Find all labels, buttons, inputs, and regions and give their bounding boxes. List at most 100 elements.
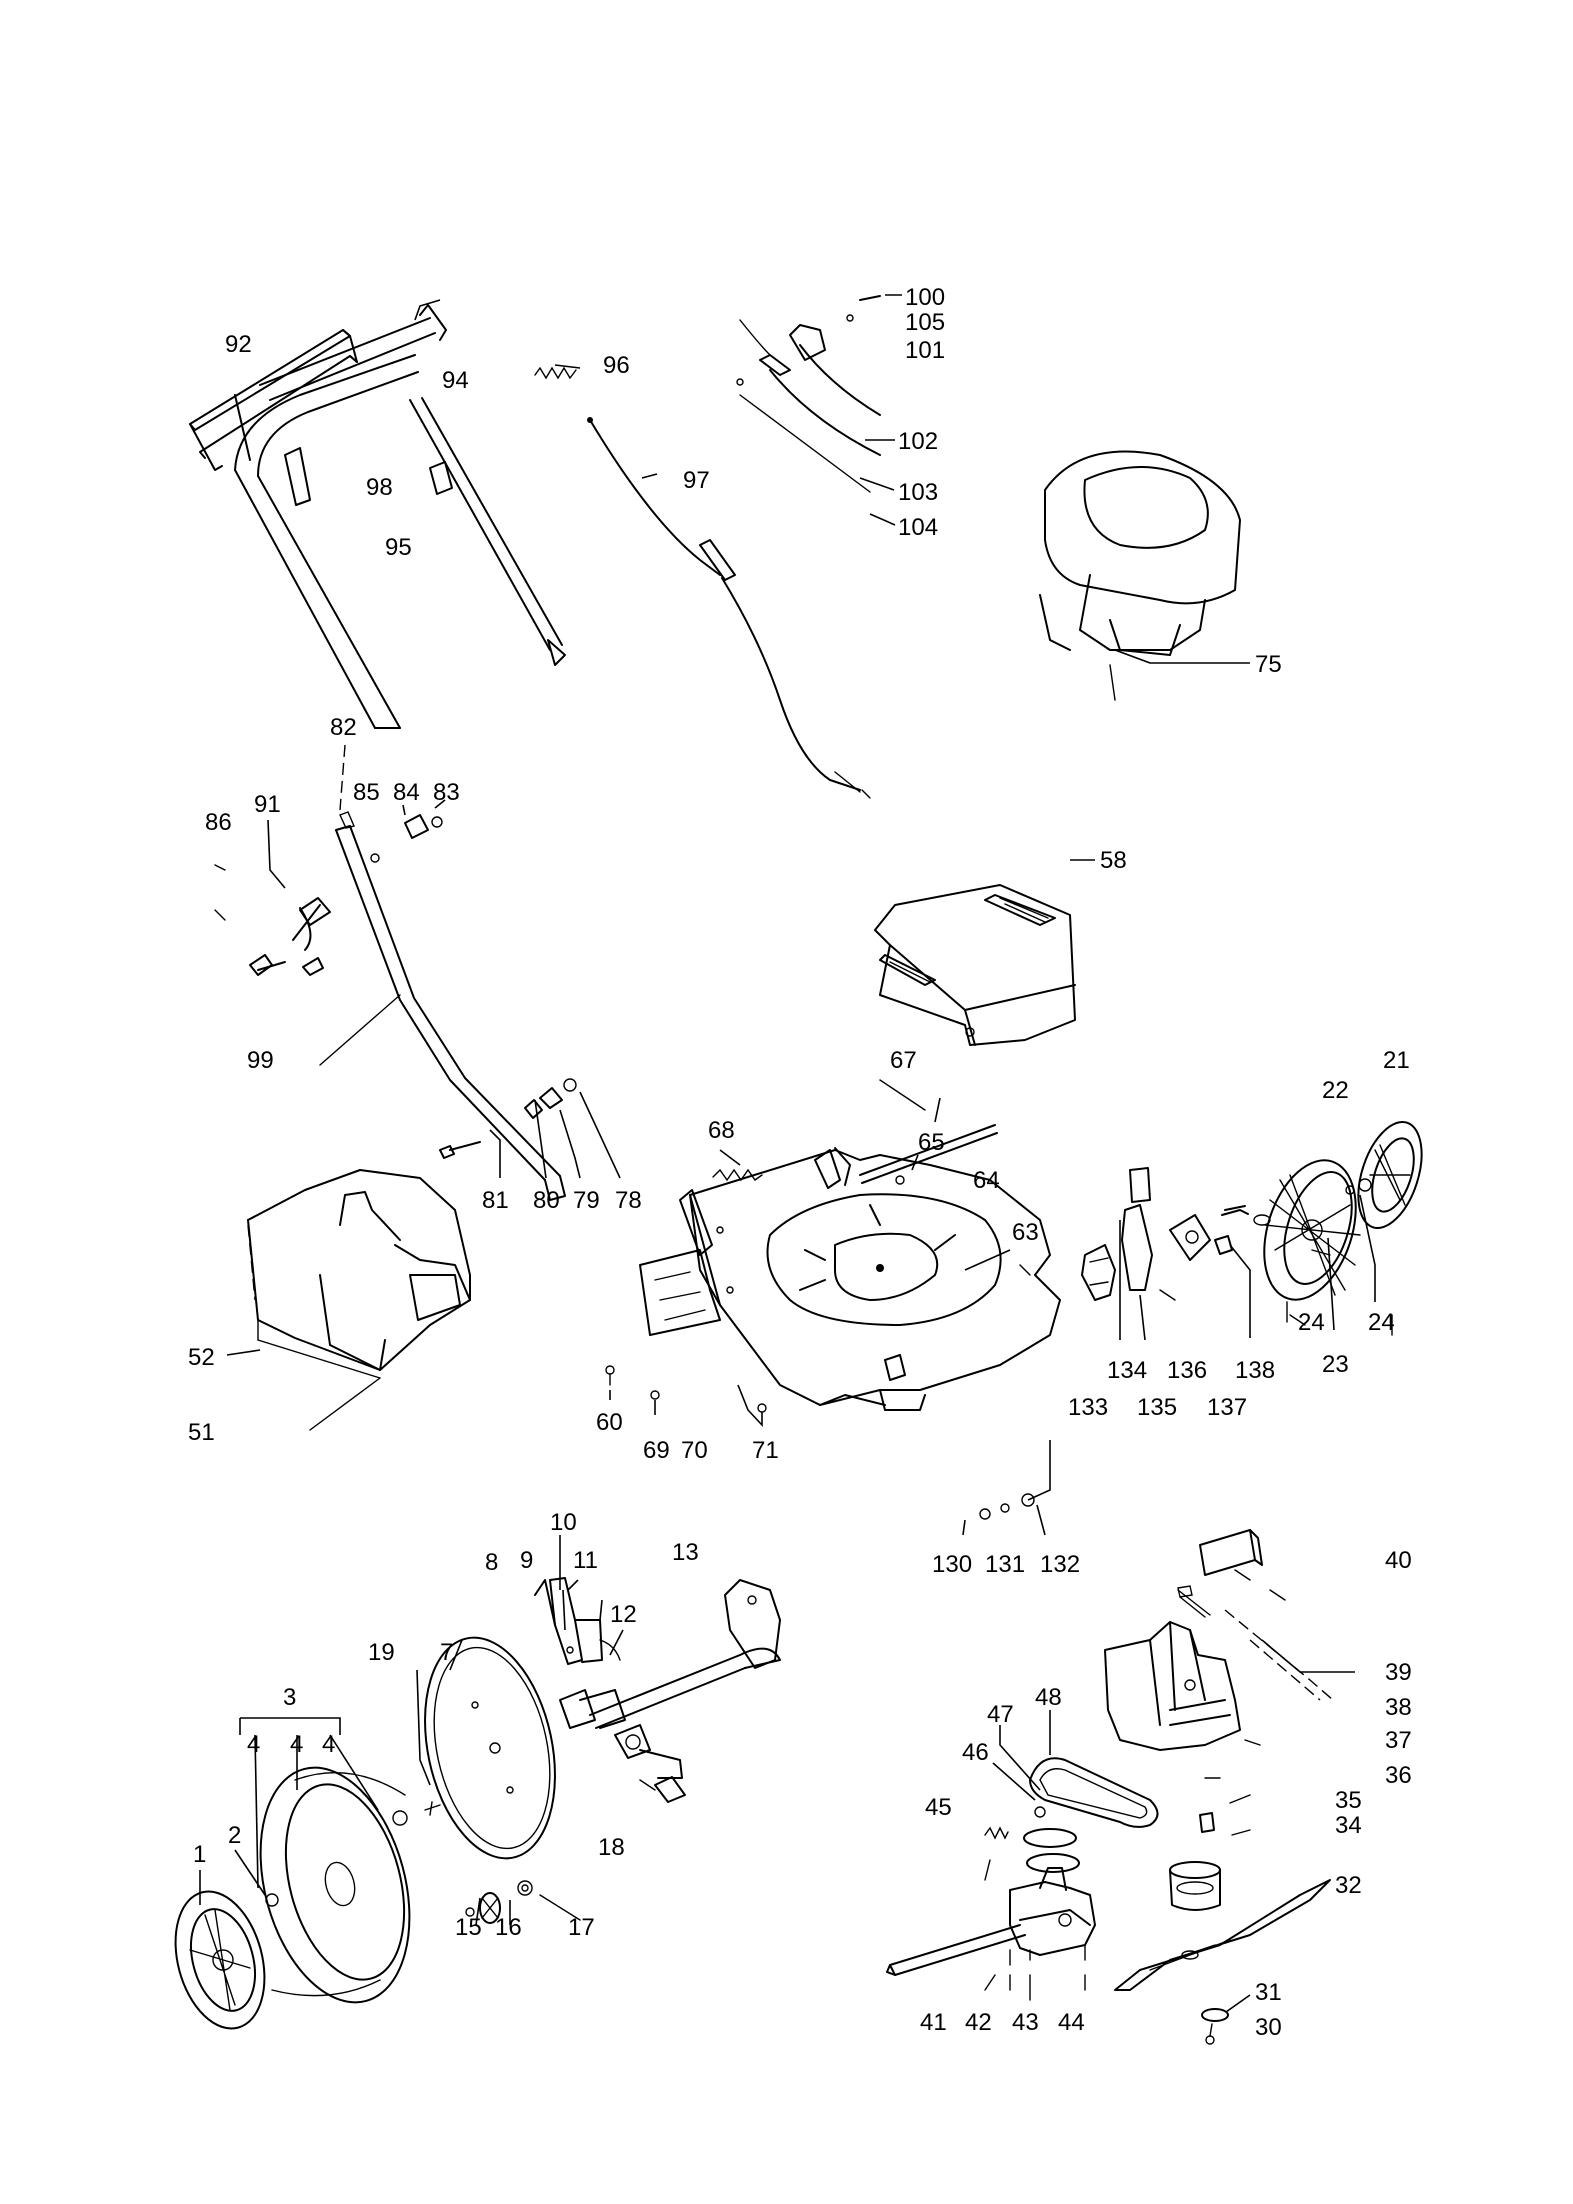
callout-64: 64: [973, 1167, 1000, 1194]
callout-75: 75: [1255, 651, 1282, 678]
cover-part: [874, 884, 1076, 1046]
callout-135: 135: [1137, 1394, 1177, 1421]
callout-16: 16: [495, 1914, 522, 1941]
callout-4b: 4: [290, 1731, 303, 1758]
callout-35: 35: [1335, 1787, 1362, 1814]
callout-81: 81: [482, 1187, 509, 1214]
callout-8: 8: [485, 1549, 498, 1576]
pulley-part: [1023, 1806, 1080, 1873]
callout-100: 100: [905, 284, 945, 311]
callout-71: 71: [752, 1437, 779, 1464]
gear-disc-part: [424, 1636, 556, 1860]
callout-31: 31: [1255, 1979, 1282, 2006]
callout-48: 48: [1035, 1684, 1062, 1711]
callout-133: 133: [1068, 1394, 1108, 1421]
leader-lines: [199, 294, 1393, 2013]
callout-1: 1: [193, 1841, 206, 1868]
callout-37: 37: [1385, 1727, 1412, 1754]
callout-40: 40: [1385, 1547, 1412, 1574]
callout-32: 32: [1335, 1872, 1362, 1899]
control-lever-part: [736, 295, 881, 493]
callout-80: 80: [533, 1187, 560, 1214]
callout-138: 138: [1235, 1357, 1275, 1384]
callout-24b: 24: [1368, 1309, 1395, 1336]
callout-101: 101: [905, 337, 945, 364]
callout-137: 137: [1207, 1394, 1247, 1421]
lever-assembly-part: [534, 1577, 621, 1665]
callout-58: 58: [1100, 847, 1127, 874]
callout-3: 3: [283, 1684, 296, 1711]
callout-4c: 4: [322, 1731, 335, 1758]
engine-part: [1039, 450, 1241, 701]
callout-12: 12: [610, 1601, 637, 1628]
callout-4a: 4: [247, 1731, 260, 1758]
callout-9: 9: [520, 1547, 533, 1574]
callout-94: 94: [442, 367, 469, 394]
callout-78: 78: [615, 1187, 642, 1214]
blade-adapter-part: [1169, 1812, 1221, 1911]
callout-83: 83: [433, 779, 460, 806]
callout-79: 79: [573, 1187, 600, 1214]
callout-17: 17: [568, 1914, 595, 1941]
handle-bar-part: [234, 354, 419, 729]
callout-38: 38: [1385, 1694, 1412, 1721]
hubcap-part: [1345, 1120, 1423, 1230]
part-labels: 92 94 98 95 96 97 100 105 101 102 103 10…: [188, 284, 1412, 2041]
callout-97: 97: [683, 467, 710, 494]
callout-23: 23: [1322, 1351, 1349, 1378]
callout-65: 65: [918, 1129, 945, 1156]
callout-18: 18: [598, 1834, 625, 1861]
small-hardware-parts: [249, 814, 577, 1159]
callout-45: 45: [925, 1794, 952, 1821]
lower-handle-part: [335, 811, 566, 1201]
upper-handle-part: [189, 304, 447, 471]
callout-30: 30: [1255, 2014, 1282, 2041]
blade-bolt-part: [1201, 2008, 1229, 2045]
callout-7: 7: [440, 1639, 453, 1666]
callout-86: 86: [205, 809, 232, 836]
gearbox-small-parts: [424, 1801, 533, 1924]
bracket-parts: [1081, 1167, 1331, 1301]
fastener-parts: [605, 1365, 1035, 1520]
bracket-block-part: [1199, 1529, 1263, 1576]
callout-19: 19: [368, 1639, 395, 1666]
callout-22: 22: [1322, 1077, 1349, 1104]
callout-134: 134: [1107, 1357, 1147, 1384]
spring-68-part: [712, 1168, 763, 1182]
blade-part: [1114, 1879, 1331, 1991]
callout-104: 104: [898, 514, 938, 541]
callout-91: 91: [254, 791, 281, 818]
callout-67: 67: [890, 1047, 917, 1074]
callout-105: 105: [905, 309, 945, 336]
callout-39: 39: [1385, 1659, 1412, 1686]
callout-95: 95: [385, 534, 412, 561]
callout-63: 63: [1012, 1219, 1039, 1246]
callout-103: 103: [898, 479, 938, 506]
callout-68: 68: [708, 1117, 735, 1144]
callout-46: 46: [962, 1739, 989, 1766]
axle-part: [559, 1579, 781, 1803]
callout-34: 34: [1335, 1812, 1362, 1839]
callout-92: 92: [225, 331, 252, 358]
callout-52: 52: [188, 1344, 215, 1371]
callout-13: 13: [672, 1539, 699, 1566]
callout-36: 36: [1385, 1762, 1412, 1789]
callout-41: 41: [920, 2009, 947, 2036]
callout-70: 70: [681, 1437, 708, 1464]
callout-44: 44: [1058, 2009, 1085, 2036]
callout-130: 130: [932, 1551, 972, 1578]
callout-132: 132: [1040, 1551, 1080, 1578]
rear-wheel-part: [1263, 1159, 1361, 1301]
callout-43: 43: [1012, 2009, 1039, 2036]
callout-102: 102: [898, 428, 938, 455]
front-wheel-part: [259, 1766, 411, 2004]
gearbox-part: [886, 1867, 1096, 1976]
spring-45-part: [984, 1826, 1009, 1881]
spring-part: [534, 366, 577, 380]
callout-42: 42: [965, 2009, 992, 2036]
rod-part: [859, 1124, 998, 1184]
grass-catcher-part: [247, 1169, 471, 1379]
cable-part: [587, 417, 871, 799]
hubcap-front-part: [174, 1890, 266, 2030]
